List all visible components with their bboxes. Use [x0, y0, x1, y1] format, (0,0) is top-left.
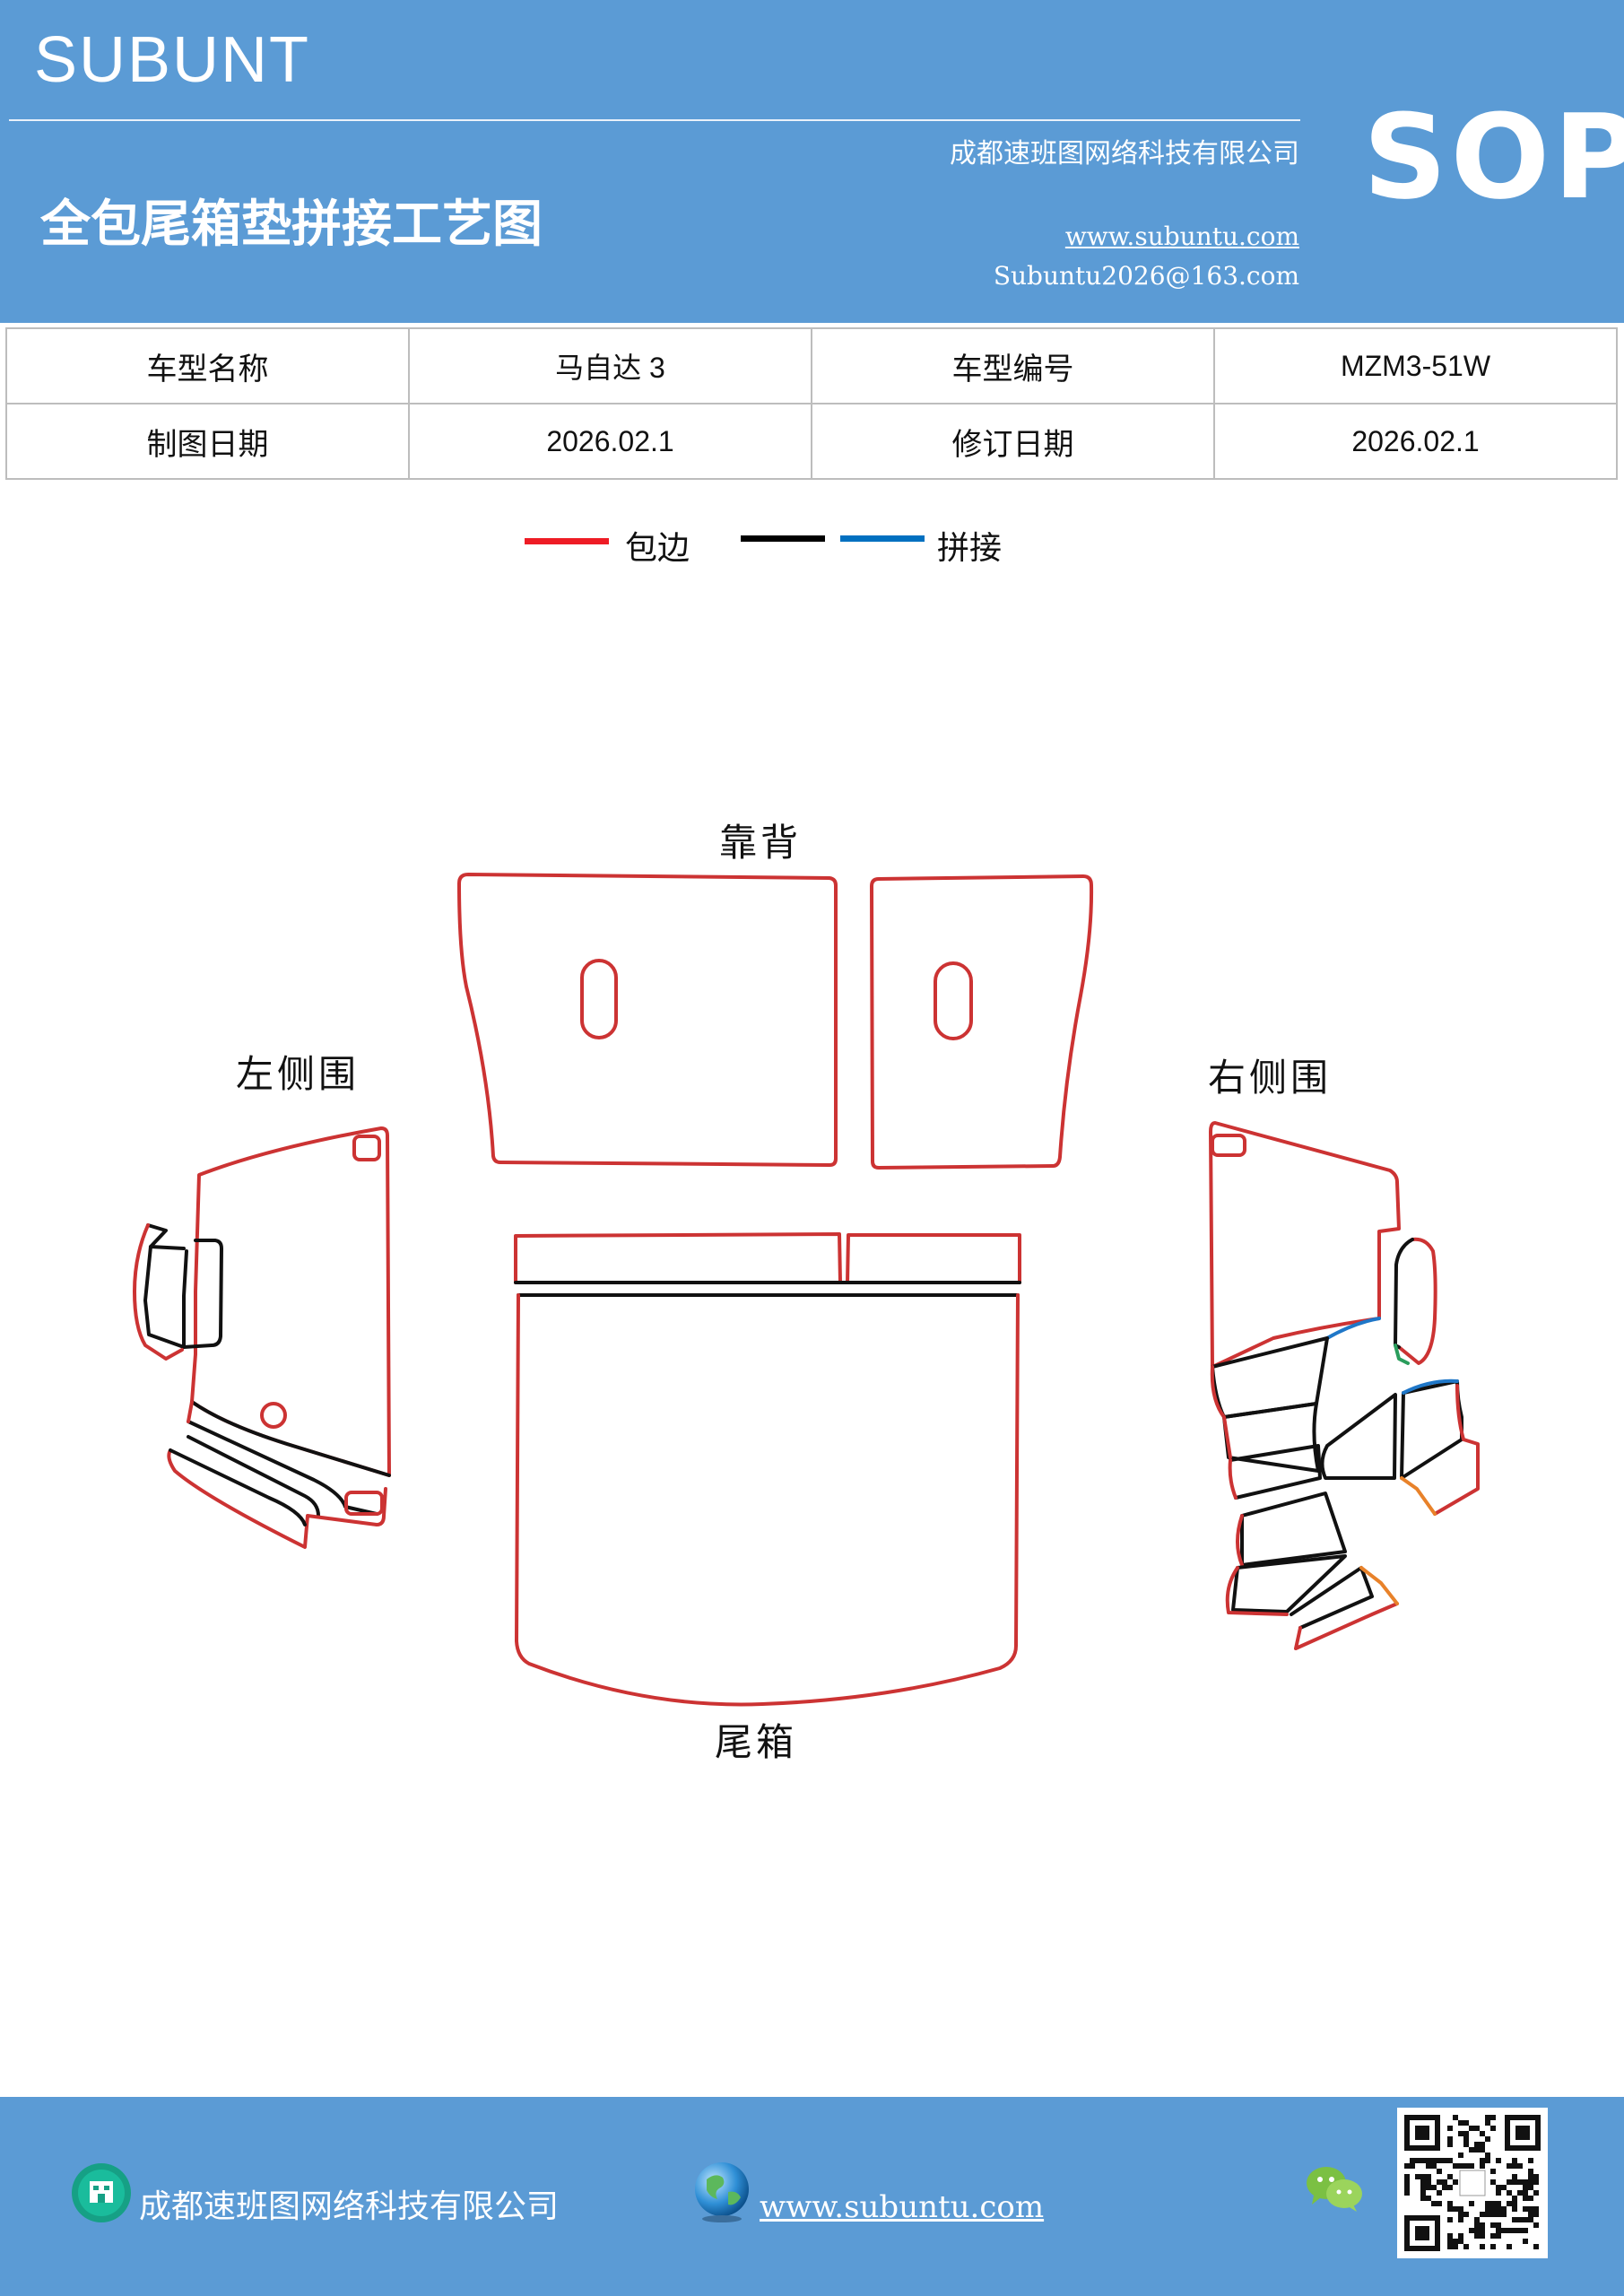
left-side-flap-outer	[146, 1223, 168, 1248]
revise-date-label: 修订日期	[811, 403, 1215, 480]
revise-date-value: 2026.02.1	[1213, 403, 1618, 480]
right-side-piece-2	[1222, 1402, 1320, 1473]
left-side-flap-edge	[133, 1223, 184, 1361]
right-side-seam-blue-1	[1325, 1317, 1381, 1340]
right-side-piece-2-edge	[1222, 1415, 1232, 1459]
right-side-piece-8-edge	[1294, 1602, 1399, 1650]
model-code-label: 车型编号	[811, 327, 1215, 404]
table-row: 车型名称 马自达 3 车型编号 MZM3-51W	[5, 327, 1618, 404]
right-side-piece-3-edge	[1228, 1458, 1238, 1500]
table-row: 制图日期 2026.02.1 修订日期 2026.02.1	[5, 403, 1618, 480]
legend: 包边 拼接	[0, 520, 1624, 574]
qr-code[interactable]	[1397, 2108, 1548, 2258]
sop-badge: SOP	[1363, 89, 1624, 225]
right-side-seam-orange-1	[1400, 1476, 1437, 1516]
model-name-value: 马自达 3	[408, 327, 812, 404]
trunk-floor-panel	[515, 1293, 1020, 1707]
backrest-right-slot	[934, 961, 973, 1040]
left-side-corner-hole	[352, 1135, 381, 1161]
backrest-left-slot	[580, 959, 618, 1039]
building-icon	[72, 2163, 131, 2222]
trunk-strip-left	[514, 1232, 842, 1284]
globe-icon	[695, 2162, 749, 2222]
legend-swatch-seam-blue	[840, 535, 925, 542]
right-side-corner-hole	[1211, 1134, 1246, 1157]
footer-company: 成都速班图网络科技有限公司	[139, 2188, 560, 2225]
footer-banner: 成都速班图网络科技有限公司 www.subuntu.com	[0, 2097, 1624, 2296]
right-side-seam-orange-2	[1359, 1566, 1399, 1605]
right-side-piece-7-edge	[1225, 1566, 1289, 1616]
header-email: Subuntu2026@163.com	[993, 261, 1299, 291]
label-trunk: 尾箱	[715, 1720, 798, 1764]
draw-date-value: 2026.02.1	[408, 403, 812, 480]
legend-swatch-edge	[525, 538, 609, 544]
legend-label-seam: 拼接	[937, 530, 1003, 567]
left-side-lower-edge	[167, 1400, 387, 1549]
right-side-piece-6-edge	[1236, 1514, 1244, 1567]
right-side-piece-7	[1231, 1554, 1347, 1613]
model-code-value: MZM3-51W	[1213, 327, 1618, 404]
wechat-icon	[1307, 2167, 1362, 2212]
label-left-side: 左侧围	[236, 1052, 360, 1096]
header-website-link[interactable]: www.subuntu.com	[1064, 222, 1299, 251]
right-side-piece-8	[1290, 1566, 1374, 1630]
right-side-seam-green-1	[1394, 1344, 1410, 1365]
trunk-strip-right	[846, 1233, 1021, 1284]
right-side-flap-seam	[1394, 1238, 1414, 1349]
left-side-flap-mid	[143, 1245, 186, 1349]
label-backrest: 靠背	[719, 821, 803, 865]
right-side-piece-4	[1320, 1393, 1397, 1480]
right-side-piece-3	[1229, 1444, 1322, 1500]
right-side-seam-blue-2	[1402, 1378, 1459, 1395]
page-title: 全包尾箱垫拼接工艺图	[40, 195, 543, 254]
legend-swatch-seam-black	[741, 535, 825, 542]
backrest-right-panel	[870, 874, 1094, 1170]
right-side-piece-6	[1240, 1492, 1347, 1567]
header-banner: SUBUNT 成都速班图网络科技有限公司 全包尾箱垫拼接工艺图 www.subu…	[0, 0, 1624, 323]
draw-date-label: 制图日期	[5, 403, 410, 480]
backrest-left-panel	[457, 873, 838, 1167]
right-side-flap	[1397, 1237, 1437, 1365]
left-side-lower-strip	[169, 1448, 307, 1526]
model-name-label: 车型名称	[5, 327, 410, 404]
brand-name: SUBUNT	[34, 24, 311, 96]
left-side-strip-2	[187, 1435, 320, 1518]
right-side-piece-5-edge	[1433, 1384, 1480, 1516]
header-divider	[9, 119, 1300, 121]
right-side-main	[1209, 1121, 1401, 1369]
legend-label-edge: 包边	[625, 530, 690, 567]
label-right-side: 右侧围	[1208, 1056, 1333, 1100]
header-company: 成都速班图网络科技有限公司	[950, 138, 1299, 170]
footer-website-link[interactable]: www.subuntu.com	[760, 2189, 1045, 2225]
left-side-lower-hole	[344, 1491, 384, 1516]
right-side-piece-1-edge	[1210, 1365, 1226, 1419]
left-side-flap-inner	[182, 1239, 223, 1349]
vehicle-info-table: 车型名称 马自达 3 车型编号 MZM3-51W 制图日期 2026.02.1 …	[5, 327, 1618, 480]
left-side-round-hole	[260, 1402, 287, 1429]
right-side-piece-5	[1400, 1379, 1463, 1480]
left-side-seam-upper	[190, 1400, 391, 1477]
